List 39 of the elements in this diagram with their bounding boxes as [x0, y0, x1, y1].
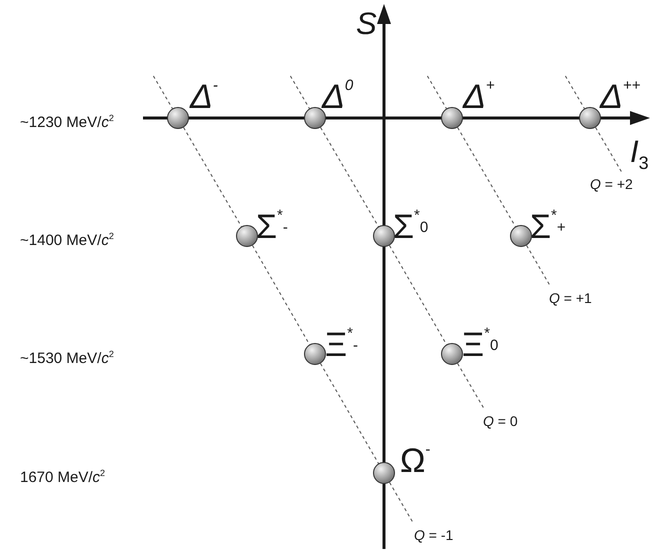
- charge-line: [152, 76, 173, 109]
- charge-line: [526, 245, 551, 286]
- charge-line: [389, 245, 447, 345]
- particle-sphere: [510, 225, 532, 247]
- charge-line: [290, 76, 310, 109]
- charge-line-label: Q = +1: [549, 286, 592, 306]
- charge-line: [252, 245, 310, 345]
- mass-label: ~1230 MeV/c$^{2}$: [20, 112, 114, 132]
- particle-symbol: Δ$^{-}$: [190, 78, 218, 114]
- particle-sphere: [167, 107, 189, 129]
- charge-line: [320, 363, 379, 464]
- particle-sphere: [441, 107, 463, 129]
- mass-label: 1670 MeV/c$^{2}$: [20, 467, 106, 487]
- charge-line: [595, 127, 622, 172]
- mass-label: ~1400 MeV/c$^{2}$: [20, 230, 114, 250]
- particle-sphere: [304, 343, 326, 365]
- charge-line: [320, 127, 379, 227]
- charge-line: [183, 127, 242, 227]
- charge-line: [457, 127, 516, 227]
- charge-line-label: Q = -1: [414, 523, 454, 543]
- axis-label: I$_{3}$: [630, 136, 649, 172]
- particle-sphere: [441, 343, 463, 365]
- particle-symbol: Δ$^{+}$: [463, 78, 495, 114]
- particle-symbol: Ω$^{-}$: [400, 442, 430, 478]
- particle-sphere: [373, 462, 395, 484]
- particle-sphere: [579, 107, 601, 129]
- particle-sphere: [236, 225, 258, 247]
- charge-line: [389, 482, 414, 524]
- mass-label: ~1530 MeV/c$^{2}$: [20, 348, 114, 368]
- particle-symbol: Δ$^{0}$: [322, 78, 354, 114]
- charge-line-label: Q = 0: [483, 409, 518, 429]
- charge-line: [457, 363, 485, 410]
- particle-symbol: Δ$^{++}$: [600, 78, 640, 114]
- charge-line-label: Q = +2: [590, 172, 633, 192]
- charge-line: [426, 76, 447, 109]
- particle-sphere: [304, 107, 326, 129]
- charge-line: [564, 76, 585, 109]
- particle-sphere: [373, 225, 395, 247]
- axis-label: S: [356, 8, 377, 39]
